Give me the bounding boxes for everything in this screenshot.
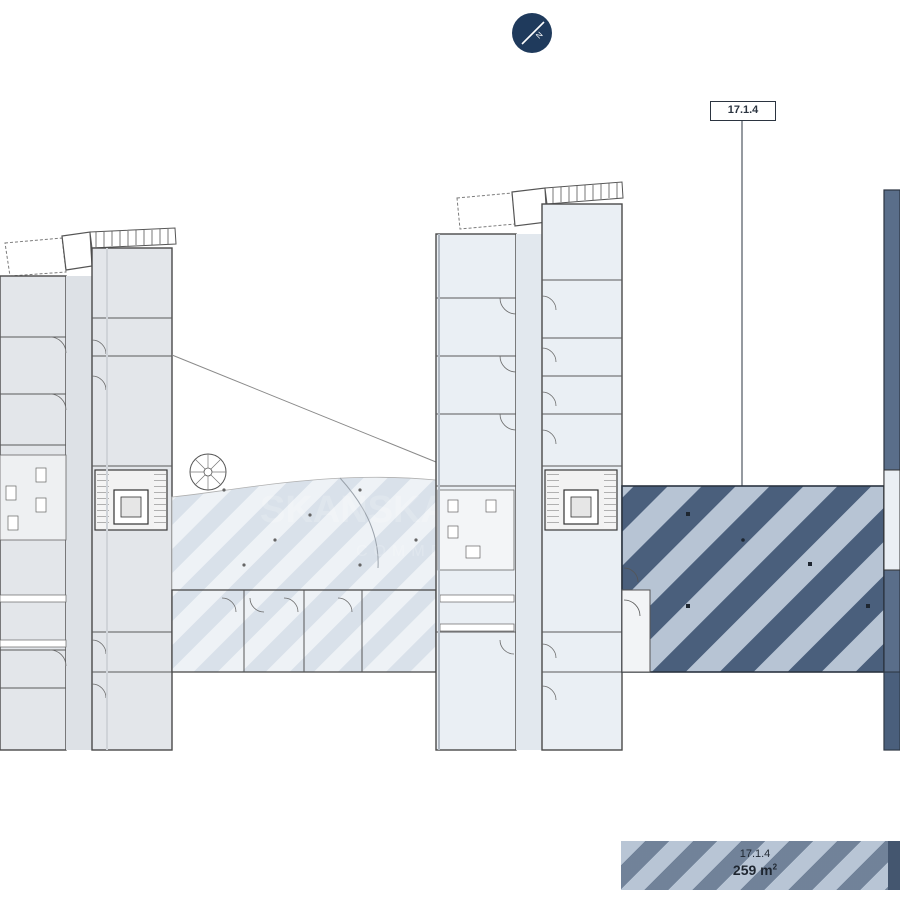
svg-text:N: N [534, 30, 545, 41]
building-right [883, 189, 900, 751]
svg-text:SKANSKA: SKANSKA [260, 489, 448, 531]
unit-label-17-1-4[interactable]: 17.1.4 [710, 101, 776, 121]
bridge-line [171, 354, 437, 463]
compass-north-icon: N [512, 13, 552, 53]
atrium-area [171, 453, 437, 673]
building-left [0, 227, 177, 751]
legend-hatch [621, 841, 900, 890]
building-middle [435, 181, 624, 751]
legend-unit-area: 259 m2 [732, 862, 778, 878]
unit-legend[interactable]: 17.1.4 259 m2 [621, 841, 900, 890]
unit-17-1-4[interactable] [621, 485, 885, 673]
legend-unit-code: 17.1.4 [739, 848, 771, 860]
legend-edge [888, 841, 900, 890]
